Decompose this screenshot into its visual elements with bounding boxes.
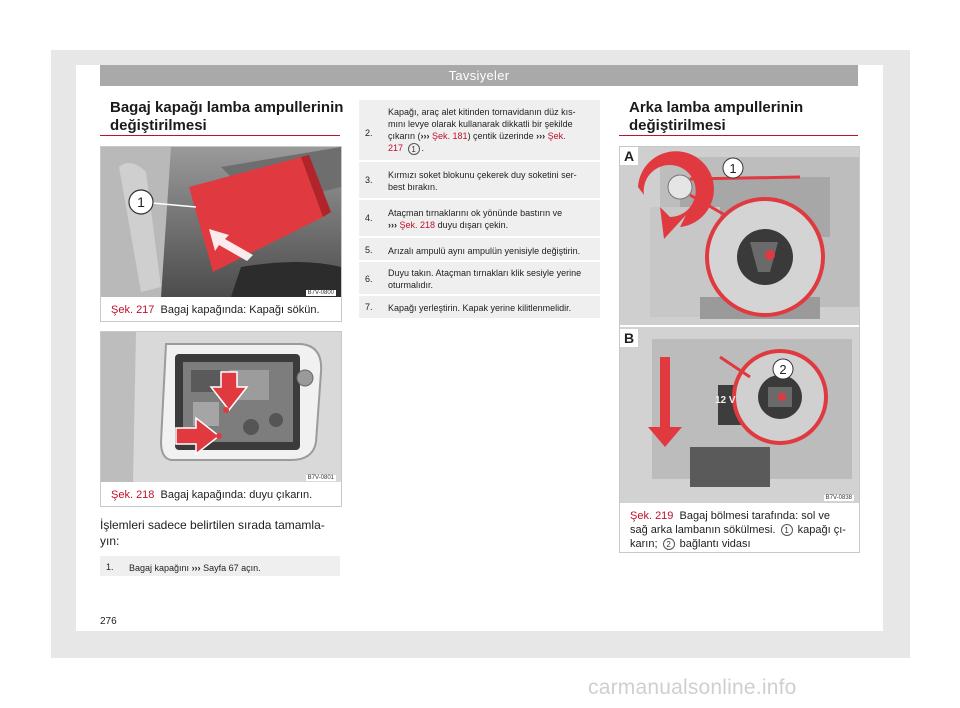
step-5: 5. Arızalı ampulü aynı ampulün yenisiyle… bbox=[359, 238, 600, 262]
step-2-line3-start: çıkarın ( bbox=[388, 131, 421, 141]
figure-219-callout-2: 2 bbox=[779, 362, 786, 377]
step-4-number: 4. bbox=[365, 213, 373, 223]
intro-line2: yın: bbox=[100, 534, 120, 548]
step-6-text: Duyu takın. Ataçman tırnakları klik sesi… bbox=[388, 267, 594, 291]
figure-217-ref: Şek. 217 bbox=[111, 304, 155, 316]
step-5-text: Arızalı ampulü aynı ampulün yenisiyle de… bbox=[388, 246, 581, 256]
left-title-line2: değiştirilmesi bbox=[110, 117, 207, 134]
figure-219-label-a: A bbox=[624, 148, 634, 164]
step-2-text: Kapağı, araç alet kitinden tornavidanın … bbox=[388, 106, 594, 155]
step-1-ref[interactable]: Sayfa 67 bbox=[203, 563, 239, 573]
figure-217-callout: 1 bbox=[137, 194, 145, 210]
figure-219-caption-l1: Bagaj bölmesi tarafında: sol ve bbox=[679, 510, 830, 522]
step-6-number: 6. bbox=[365, 274, 373, 284]
figure-219: 1 A 12 V 2 B B7V-0838 Şek. 219 Bagaj böl… bbox=[619, 146, 860, 553]
step-list-middle: 2. Kapağı, araç alet kitinden tornavidan… bbox=[359, 100, 600, 318]
intro-paragraph: İşlemleri sadece belirtilen sırada tamam… bbox=[100, 517, 325, 549]
figure-219-image: 1 A 12 V 2 B bbox=[620, 147, 859, 503]
step-1: 1. Bagaj kapağını ››› Sayfa 67 açın. bbox=[100, 556, 340, 578]
arrow-icon: ››› bbox=[420, 131, 430, 141]
step-3-text: Kırmızı soket blokunu çekerek duy soketi… bbox=[388, 169, 594, 193]
figure-217-image: 1 bbox=[101, 147, 341, 297]
figure-218: B7V-0801 Şek. 218 Bagaj kapağında: duyu … bbox=[100, 331, 342, 507]
figure-219-ref: Şek. 219 bbox=[630, 510, 674, 522]
step-1-tail: açın. bbox=[241, 563, 261, 573]
step-5-number: 5. bbox=[365, 245, 373, 255]
step-2-line3: çıkarın (››› Şek. 181) çentik üzerinde ›… bbox=[388, 130, 594, 142]
step-7-number: 7. bbox=[365, 302, 373, 312]
step-6: 6. Duyu takın. Ataçman tırnakları klik s… bbox=[359, 262, 600, 296]
step-2-line3-mid: ) çentik üzerinde bbox=[467, 131, 534, 141]
figure-219-caption-line1: Şek. 219 Bagaj bölmesi tarafında: sol ve bbox=[630, 509, 846, 523]
figure-219-caption-l2b: kapağı çı- bbox=[797, 524, 846, 536]
figure-219-voltage: 12 V bbox=[715, 395, 736, 406]
step-3: 3. Kırmızı soket blokunu çekerek duy sok… bbox=[359, 162, 600, 200]
step-6-line2: oturmalıdır. bbox=[388, 280, 434, 290]
figure-217-caption: Şek. 217 Bagaj kapağında: Kapağı sökün. bbox=[111, 303, 320, 317]
figure-218-code: B7V-0801 bbox=[305, 475, 336, 481]
step-1-text: Bagaj kapağını ››› Sayfa 67 açın. bbox=[129, 562, 334, 574]
left-section-title: Bagaj kapağı lamba ampullerinin değiştir… bbox=[110, 99, 343, 135]
watermark: carmanualsonline.info bbox=[588, 676, 797, 699]
figure-218-caption: Şek. 218 Bagaj kapağında: duyu çıkarın. bbox=[111, 488, 312, 502]
figure-219-caption-l2a: sağ arka lambanın sökülmesi. bbox=[630, 524, 776, 536]
step-2-line2: mını levye olarak kullanarak dikkatli bi… bbox=[388, 119, 573, 129]
step-2-ref-217[interactable]: Şek. bbox=[547, 131, 566, 141]
arrow-icon: ››› bbox=[191, 563, 201, 573]
figure-219-label-b: B bbox=[624, 330, 634, 346]
figure-219-caption-line2: sağ arka lambanın sökülmesi. 1 kapağı çı… bbox=[630, 523, 846, 537]
figure-218-image bbox=[101, 332, 341, 482]
step-4-text: Ataçman tırnaklarını ok yönünde bastırın… bbox=[388, 207, 594, 231]
step-3-number: 3. bbox=[365, 175, 373, 185]
figure-219-caption-l3b: bağlantı vidası bbox=[679, 538, 751, 550]
step-4-line2-tail: duyu dışarı çekin. bbox=[437, 220, 509, 230]
figure-219-caption-line3: karın; 2 bağlantı vidası bbox=[630, 537, 846, 551]
figure-217-text: Bagaj kapağında: Kapağı sökün. bbox=[160, 304, 320, 316]
arrow-icon: ››› bbox=[536, 131, 546, 141]
callout-badge: 1 bbox=[780, 524, 793, 537]
figure-219-code: B7V-0838 bbox=[823, 495, 854, 501]
left-title-rule bbox=[100, 135, 340, 136]
right-title-rule bbox=[619, 135, 858, 136]
arrow-icon: ››› bbox=[388, 220, 397, 230]
figure-218-ref: Şek. 218 bbox=[111, 489, 155, 501]
intro-line1: İşlemleri sadece belirtilen sırada tamam… bbox=[100, 518, 325, 532]
step-4-ref-218[interactable]: Şek. 218 bbox=[399, 220, 436, 230]
step-2-ref-217-num[interactable]: 217 bbox=[388, 143, 404, 153]
step-4: 4. Ataçman tırnaklarını ok yönünde bastı… bbox=[359, 200, 600, 238]
step-3-line2: best bırakın. bbox=[388, 182, 438, 192]
right-title-line1: Arka lamba ampullerinin bbox=[629, 99, 804, 116]
page-number: 276 bbox=[100, 616, 117, 627]
step-2: 2. Kapağı, araç alet kitinden tornavidan… bbox=[359, 100, 600, 162]
right-section-title: Arka lamba ampullerinin değiştirilmesi bbox=[629, 99, 803, 135]
step-list-left: 1. Bagaj kapağını ››› Sayfa 67 açın. bbox=[100, 556, 340, 578]
left-title-line1: Bagaj kapağı lamba ampullerinin bbox=[110, 99, 344, 116]
step-2-ref-181[interactable]: Şek. 181 bbox=[432, 131, 468, 141]
figure-219-callout-1: 1 bbox=[729, 161, 736, 176]
figure-219-caption: Şek. 219 Bagaj bölmesi tarafında: sol ve… bbox=[630, 509, 846, 551]
figure-218-text: Bagaj kapağında: duyu çıkarın. bbox=[160, 489, 313, 501]
figure-217: 1 B7V-0800 Şek. 217 Bagaj kapağında: Kap… bbox=[100, 146, 342, 322]
figure-217-code: B7V-0800 bbox=[305, 290, 336, 296]
step-2-line1: Kapağı, araç alet kitinden tornavidanın … bbox=[388, 107, 576, 117]
step-1-number: 1. bbox=[106, 562, 114, 572]
step-7-text: Kapağı yerleştirin. Kapak yerine kilitle… bbox=[388, 303, 572, 313]
step-4-line2: ››› Şek. 218 duyu dışarı çekin. bbox=[388, 219, 594, 231]
callout-badge: 1 bbox=[407, 142, 420, 155]
step-2-line4: 217 1. bbox=[388, 142, 594, 155]
step-4-line1: Ataçman tırnaklarını ok yönünde bastırın… bbox=[388, 208, 563, 218]
step-2-number: 2. bbox=[365, 128, 373, 138]
step-1-body: Bagaj kapağını bbox=[129, 563, 190, 573]
right-title-line2: değiştirilmesi bbox=[629, 117, 726, 134]
step-3-line1: Kırmızı soket blokunu çekerek duy soketi… bbox=[388, 170, 577, 180]
callout-badge: 2 bbox=[662, 538, 675, 551]
section-header: Tavsiyeler bbox=[100, 65, 858, 86]
step-2-line4-tail: . bbox=[421, 143, 425, 153]
step-6-line1: Duyu takın. Ataçman tırnakları klik sesi… bbox=[388, 268, 582, 278]
step-7: 7. Kapağı yerleştirin. Kapak yerine kili… bbox=[359, 296, 600, 318]
figure-219-caption-l3a: karın; bbox=[630, 538, 658, 550]
